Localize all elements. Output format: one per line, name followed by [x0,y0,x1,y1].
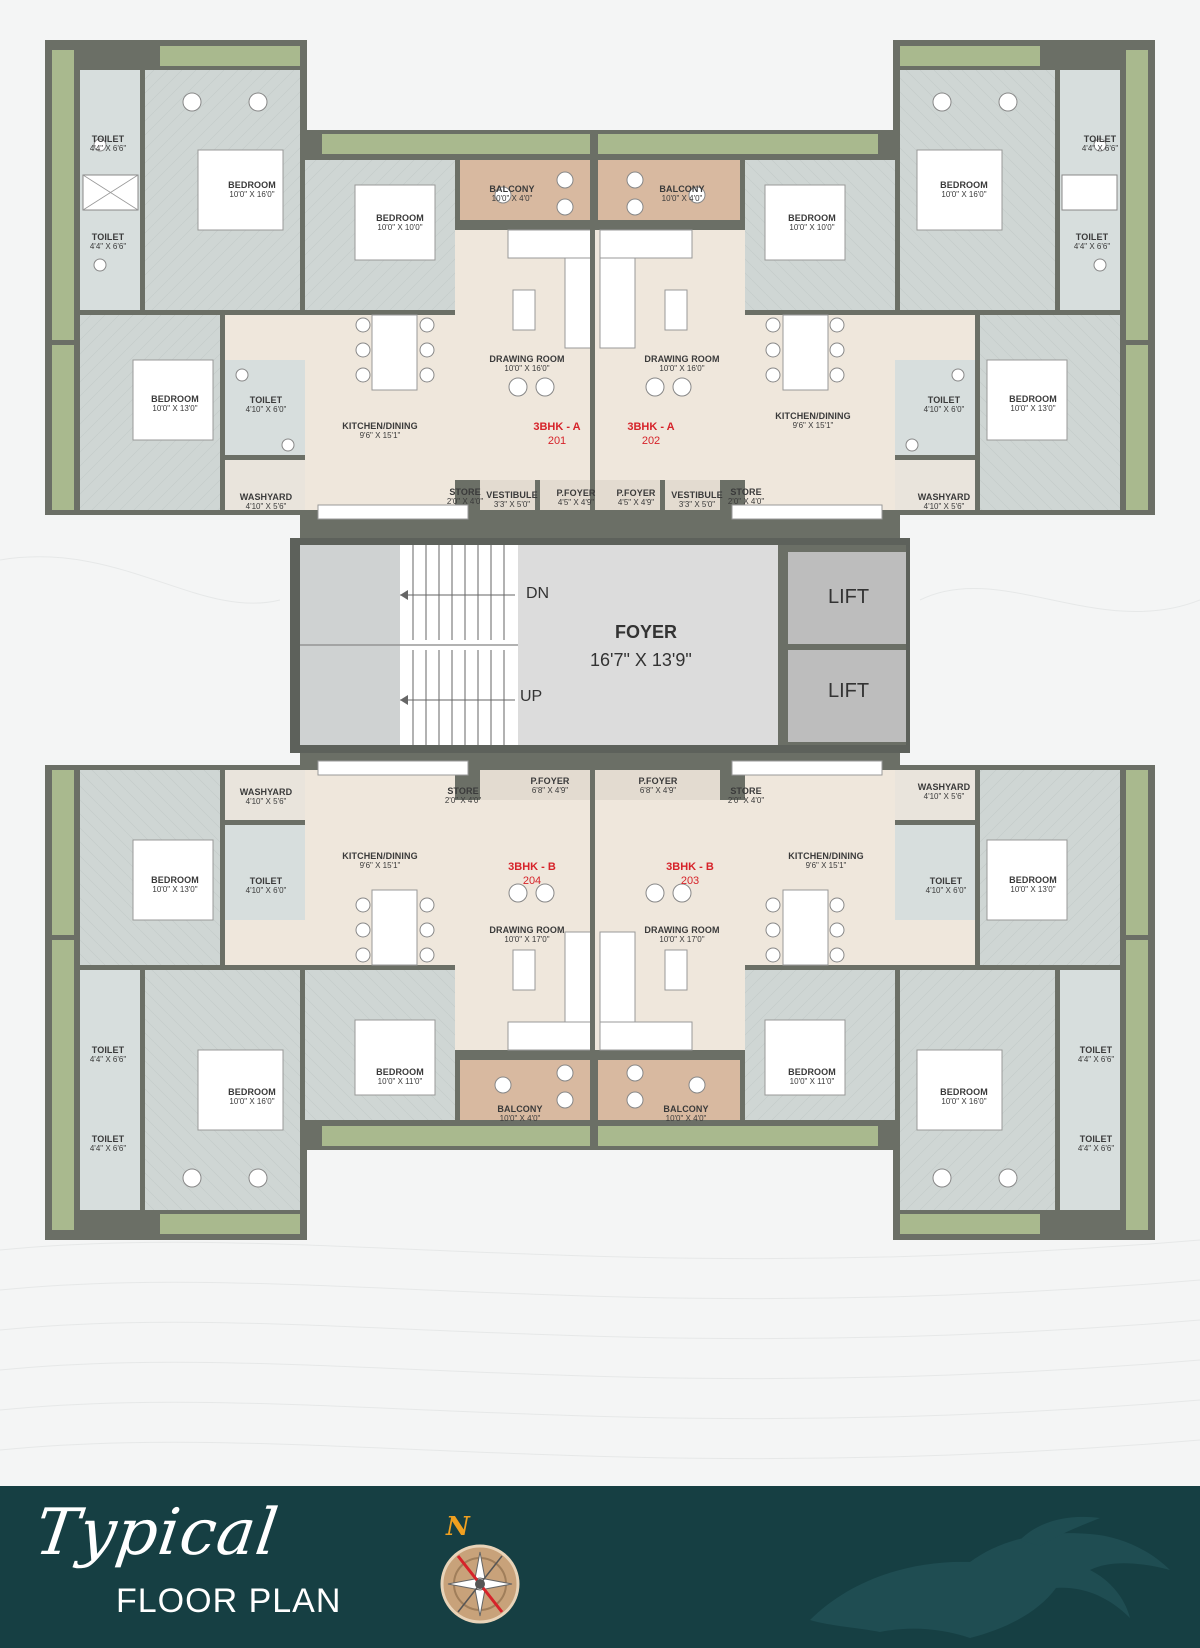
unit-204-plan [45,730,610,1240]
stair-up-label: UP [520,688,543,705]
horse-logo-icon [810,1516,1170,1638]
foyer-dimension: 16'7" X 13'9" [590,650,692,670]
stair-down-label: DN [526,585,550,602]
unit-202-plan [590,40,1155,550]
unit-203-plan [590,730,1155,1240]
core-area [290,538,910,753]
floor-plan-drawing [0,40,1200,1460]
foyer-name: FOYER [615,622,678,642]
unit-201-plan [45,40,610,550]
compass-north-label: N [446,1512,470,1542]
lift-2-label: LIFT [828,680,870,702]
lift-1-label: LIFT [828,586,870,608]
footer-title-script: Typical [30,1496,283,1570]
footer-title-sub: FLOOR PLAN [116,1582,342,1620]
background-contours [0,556,1200,1460]
compass-icon [440,1544,520,1624]
